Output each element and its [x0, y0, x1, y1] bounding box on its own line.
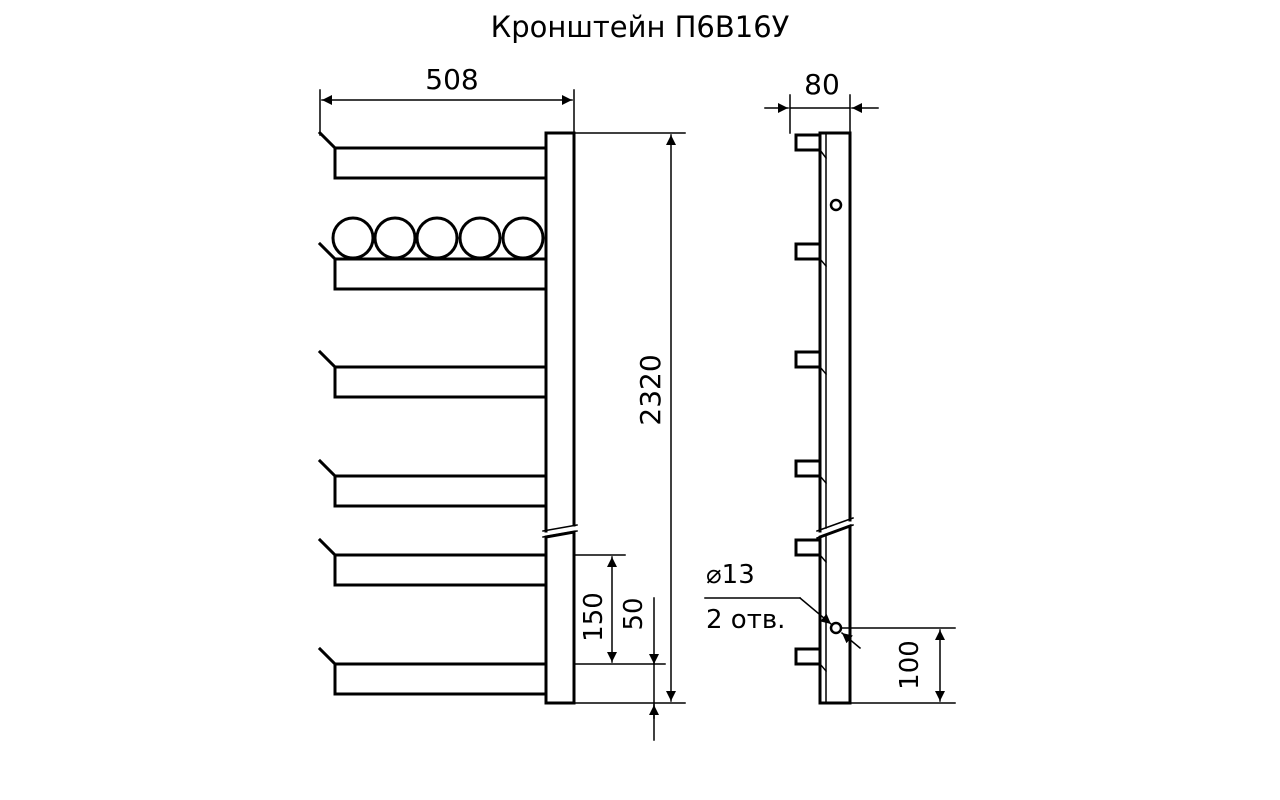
side-brackets	[794, 133, 828, 673]
height-label: 2320	[634, 354, 667, 425]
arm-5	[317, 537, 548, 587]
hole-top	[829, 198, 843, 212]
arm-6	[317, 646, 548, 696]
hole-leader: ⌀13 2 отв.	[704, 560, 862, 650]
dimension-offset: 50	[619, 597, 659, 741]
arm-4	[317, 458, 548, 508]
drawing-title: Кронштейн П6В16У	[490, 10, 790, 44]
side-post-lower	[818, 523, 852, 705]
dimension-hole-offset: 100	[841, 627, 956, 704]
hole-offset-label: 100	[895, 640, 925, 690]
width-label: 508	[425, 63, 478, 96]
offset-label: 50	[619, 597, 649, 630]
dimension-width: 508	[319, 63, 575, 136]
post-upper	[544, 131, 576, 533]
arm-3	[317, 349, 548, 399]
front-view: 508 2320 150 50	[317, 63, 686, 741]
arm-2	[317, 241, 548, 291]
dimension-height: 2320	[573, 132, 686, 704]
hole-diameter-label: ⌀13	[706, 560, 755, 590]
side-view: 80 ⌀13 2 отв. 100	[704, 68, 956, 705]
dimension-spacing: 150	[573, 554, 666, 665]
spacing-label: 150	[579, 592, 609, 642]
post-lower	[544, 530, 576, 705]
arm-1	[317, 130, 548, 180]
hole-bottom	[829, 621, 843, 635]
side-post-upper	[818, 131, 852, 533]
cable-group	[331, 216, 545, 260]
depth-label: 80	[804, 68, 840, 101]
dimension-depth: 80	[764, 68, 879, 134]
hole-count-label: 2 отв.	[706, 605, 785, 635]
